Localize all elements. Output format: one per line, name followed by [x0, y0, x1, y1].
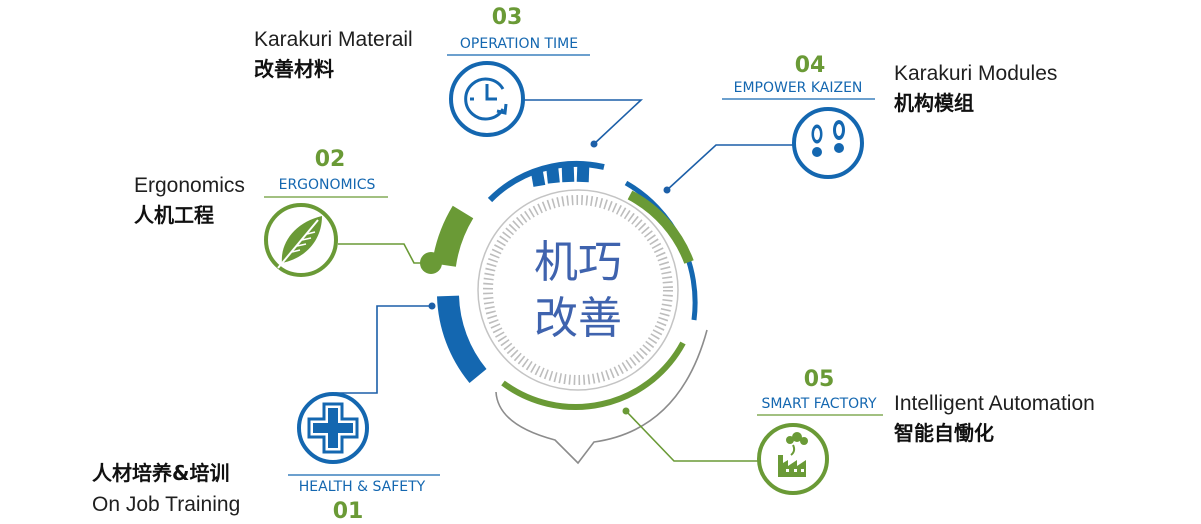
health-safety-label: HEALTH & SAFETY: [299, 479, 426, 495]
inner-thin-ring: [477, 189, 679, 391]
connector-05: [625, 410, 758, 462]
item-health-safety: HEALTH & SAFETY 01 人材培养&培训 On Job Traini…: [92, 392, 440, 524]
center-ring: 机巧 改善: [420, 160, 708, 465]
connectors: [335, 99, 794, 462]
caption-zh-01: 人材培养&培训: [92, 461, 229, 485]
connector-03: [522, 99, 644, 145]
item-smart-factory: 05 SMART FACTORY Intelligent Automation …: [757, 367, 1095, 495]
right-green-arc: [627, 190, 694, 264]
connector-04: [666, 144, 794, 191]
kaizen-icon-circle: [792, 107, 864, 179]
caption-zh-03: 改善材料: [254, 57, 334, 81]
empower-kaizen-label: EMPOWER KAIZEN: [734, 80, 863, 96]
left-green-dot: [420, 252, 442, 274]
caption-en-05: Intelligent Automation: [894, 392, 1095, 415]
item-operation-time: 03 OPERATION TIME Karakuri Materail 改善材料: [254, 5, 590, 137]
leaf-icon: [277, 216, 322, 269]
left-green-arc: [432, 205, 474, 268]
factory-icon-circle: [757, 423, 829, 495]
connector-01: [335, 305, 432, 394]
bottom-green-arc: [501, 341, 686, 410]
item-number-04: 04: [795, 53, 826, 78]
item-number-05: 05: [804, 367, 835, 392]
footprints-icon: [810, 120, 845, 157]
smart-factory-label: SMART FACTORY: [761, 396, 877, 412]
ergonomics-label: ERGONOMICS: [279, 177, 376, 193]
caption-en-03: Karakuri Materail: [254, 28, 413, 51]
item-number-01: 01: [333, 499, 364, 524]
operation-time-label: OPERATION TIME: [460, 36, 578, 52]
caption-zh-05: 智能自慟化: [894, 421, 994, 445]
caption-en-04: Karakuri Modules: [894, 62, 1057, 85]
item-number-02: 02: [315, 147, 346, 172]
item-empower-kaizen: 04 EMPOWER KAIZEN Karakuri Modules 机构模组: [722, 53, 1057, 179]
medical-cross-icon: [307, 402, 359, 454]
top-blue-blocks: [530, 165, 590, 187]
caption-en-02: Ergonomics: [134, 174, 245, 197]
inner-tick-ring: [483, 195, 673, 385]
gray-bubble-outline: [495, 329, 708, 465]
factory-icon: [778, 432, 808, 477]
caption-en-01: On Job Training: [92, 493, 240, 516]
caption-zh-02: 人机工程: [134, 203, 214, 227]
item-number-03: 03: [492, 5, 523, 30]
item-ergonomics: 02 ERGONOMICS Ergonomics 人机工程: [134, 147, 388, 277]
connector-02: [338, 243, 425, 264]
left-blue-arc: [437, 295, 487, 383]
center-title-line2: 改善: [534, 293, 622, 344]
top-blue-arc: [487, 160, 605, 203]
timer-icon: [464, 77, 508, 121]
center-title-line1: 机巧: [534, 237, 622, 288]
caption-zh-04: 机构模组: [894, 91, 974, 115]
